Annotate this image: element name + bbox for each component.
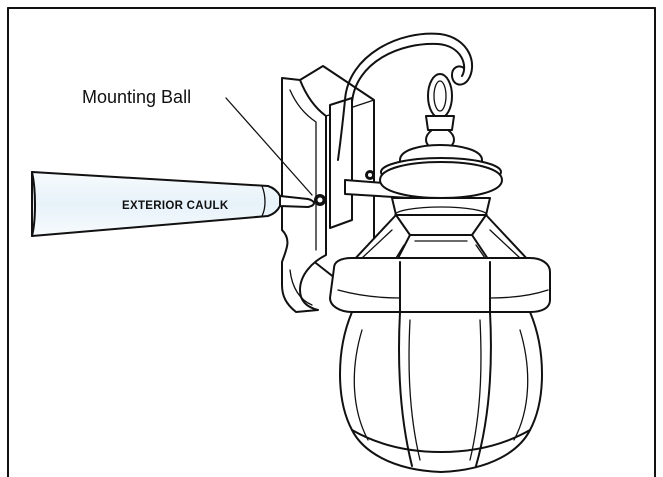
hanging-loop: [425, 73, 455, 157]
exterior-caulk-label: EXTERIOR CAULK: [122, 200, 229, 212]
mounting-ball-callout: Mounting Ball: [82, 87, 313, 196]
mounting-ball-label: Mounting Ball: [82, 87, 191, 107]
lantern-lower-glass: [339, 311, 543, 473]
mounting-bar: [329, 97, 353, 229]
exterior-caulk-tube: EXTERIOR CAULK: [31, 171, 315, 237]
lantern-middle-band: [329, 257, 551, 313]
diagram-frame: [7, 7, 656, 477]
lantern-upper-glass: [351, 214, 531, 263]
arm-screw: [365, 170, 375, 180]
mounting-ball: [314, 194, 326, 206]
lantern-top-cap: [379, 144, 503, 224]
